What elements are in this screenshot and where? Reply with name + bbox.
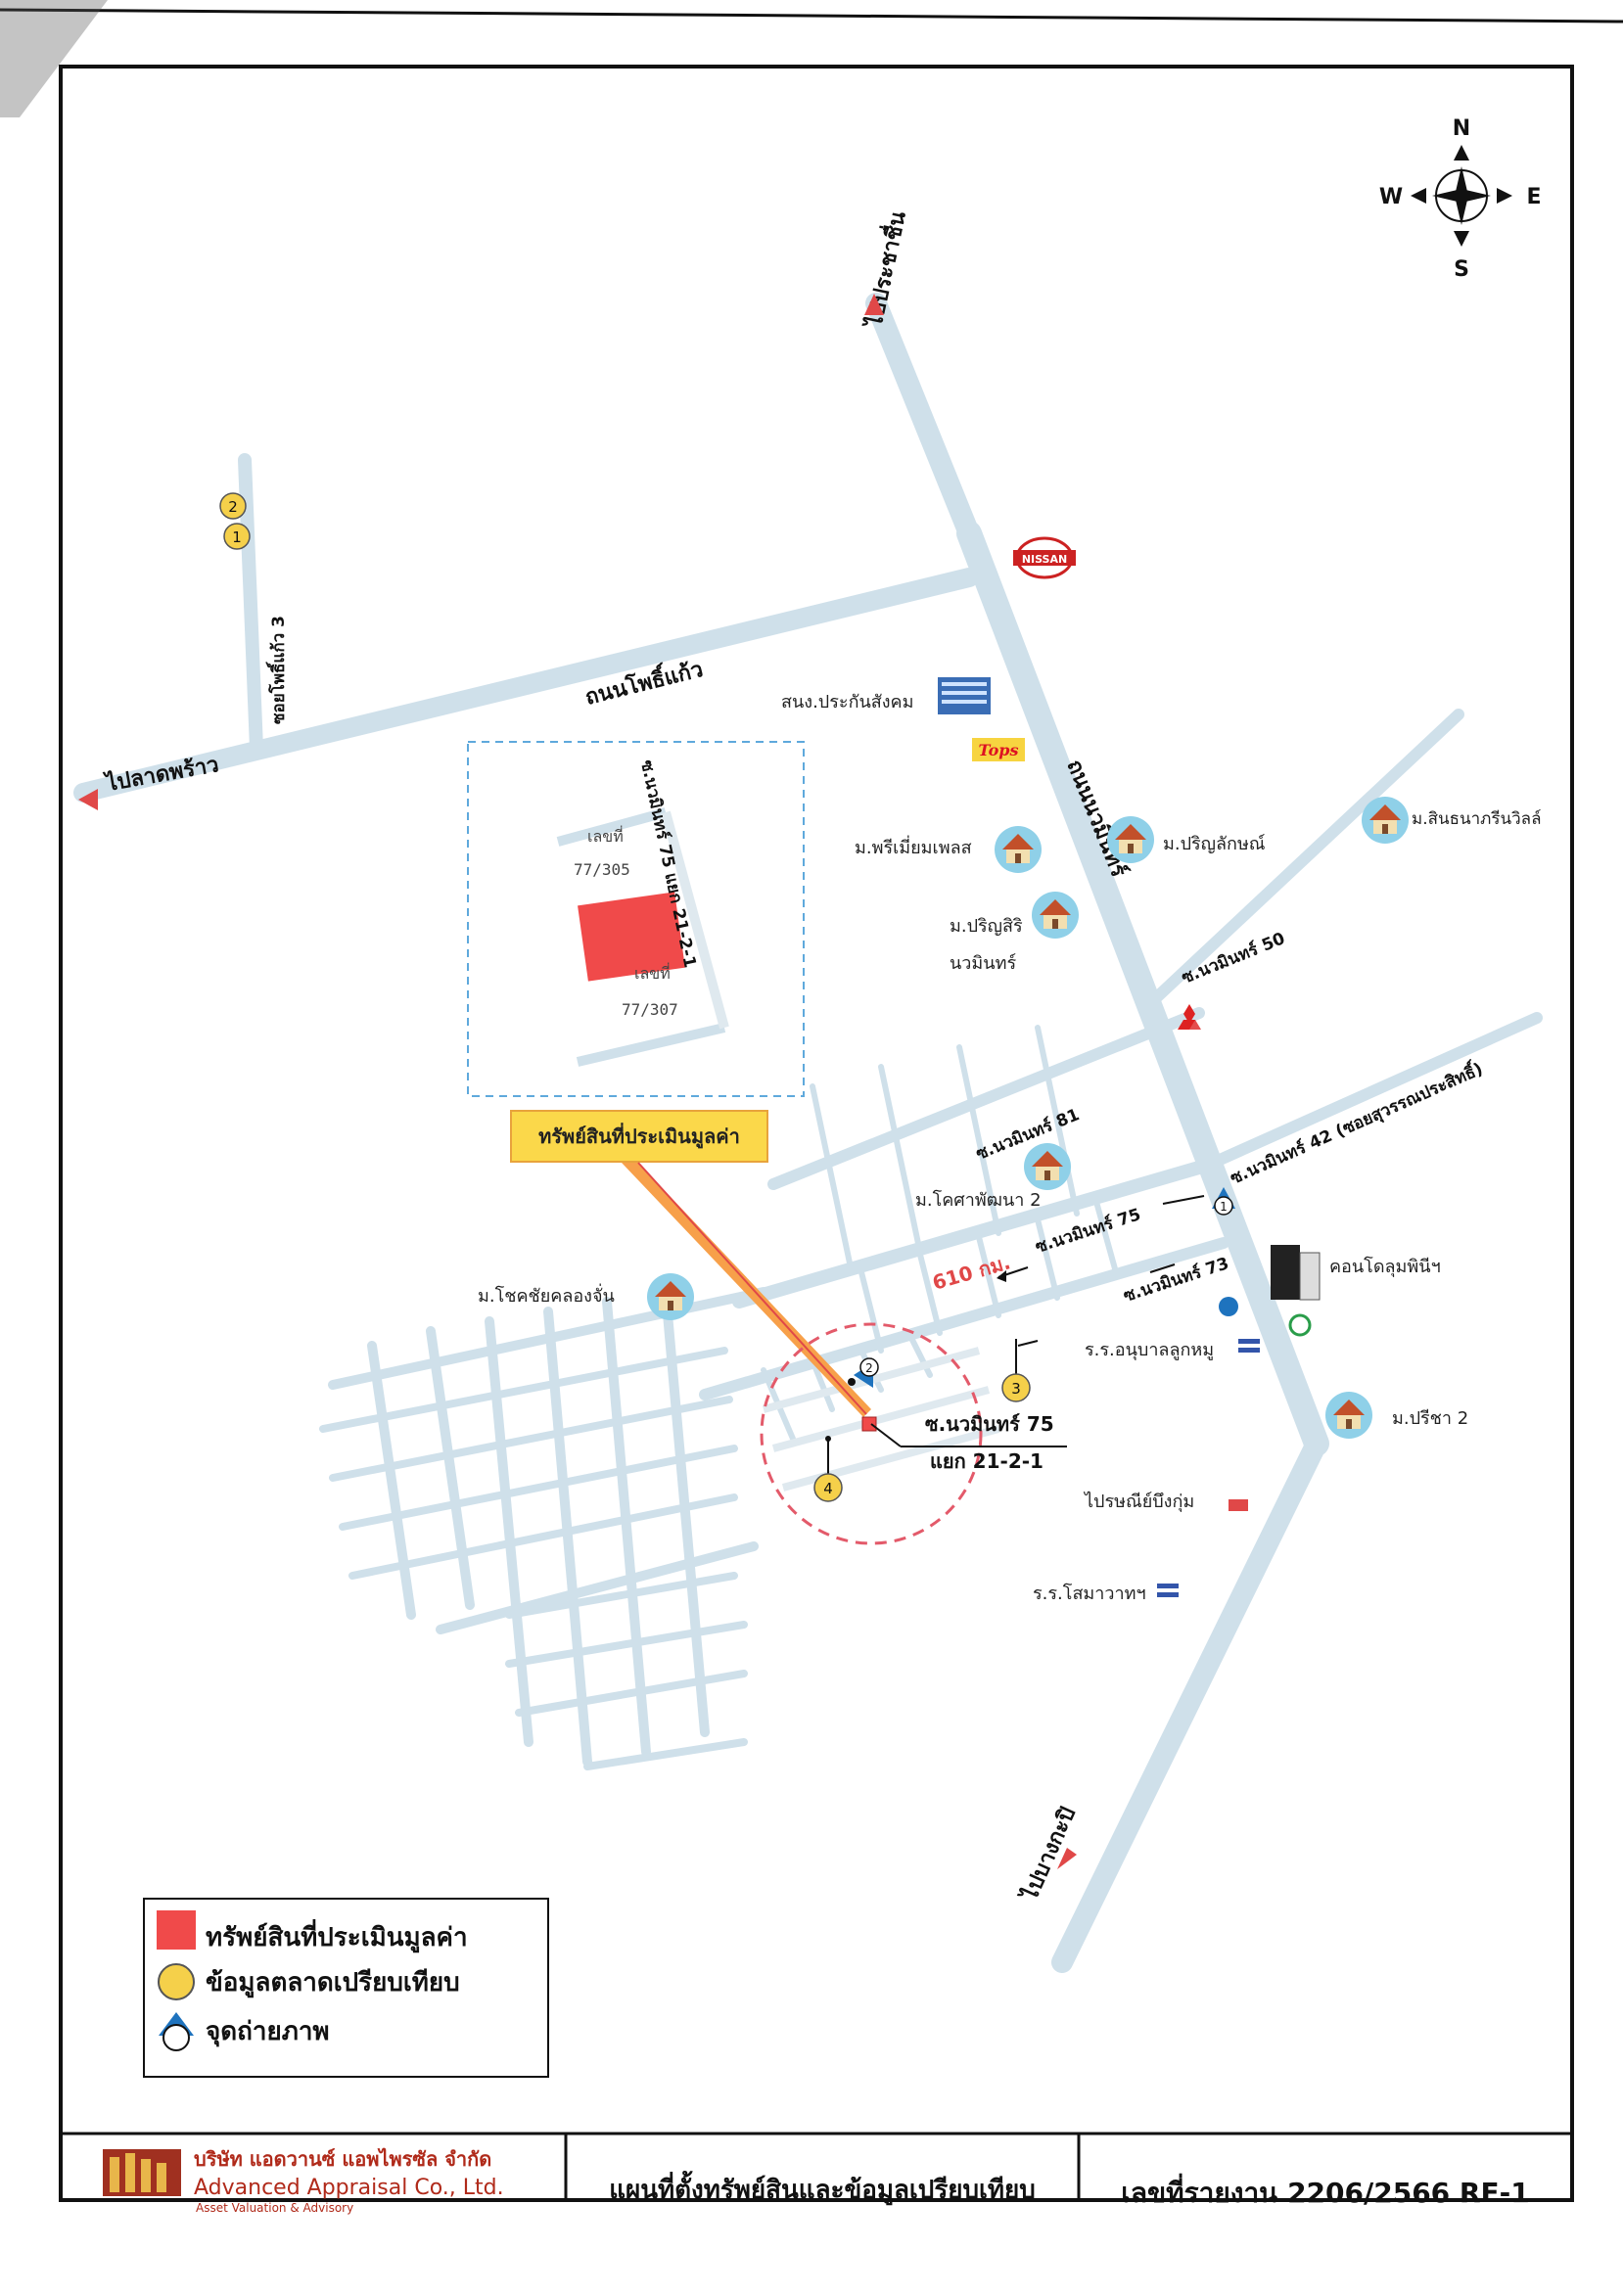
comparable-marker-4: 4 xyxy=(813,1439,843,1502)
subject-road-line2: แยก 21-2-1 xyxy=(930,1449,1043,1473)
legend-subject-text: ทรัพย์สินที่ประเมินมูลค่า xyxy=(206,1918,468,1953)
legend-comparable-swatch xyxy=(158,1963,195,2000)
comparable-number-4: 4 xyxy=(823,1480,833,1497)
company-tagline: Asset Valuation & Advisory xyxy=(196,2201,353,2215)
comparable-marker-2: 2 xyxy=(219,492,247,520)
legend-photo-text: จุดถ่ายภาพ xyxy=(206,2017,330,2047)
company-name-th: บริษัท แอดวานซ์ แอพไพรซัล จำกัด xyxy=(194,2147,491,2171)
post-office-icon xyxy=(1229,1499,1248,1511)
lot-number-bottom: 77/307 xyxy=(622,1000,678,1019)
photo-number-2: 2 xyxy=(865,1361,873,1375)
lot-number-top: 77/305 xyxy=(574,860,630,879)
arrow-up-icon xyxy=(864,294,884,315)
subject-road-line1: ซ.นวมินทร์ 75 xyxy=(925,1412,1054,1436)
subject-inset: เลขที่ 77/305 เลขที่ 77/307 ซ.นวมินทร์ 7… xyxy=(467,741,805,1097)
compass-s: S xyxy=(1454,257,1469,282)
flag-icon xyxy=(1157,1339,1260,1597)
house-icons xyxy=(647,797,1409,1439)
lot-label-top: เลขที่ xyxy=(587,825,624,846)
comparable-marker-1: 1 xyxy=(223,523,251,550)
subject-marker xyxy=(861,1416,877,1432)
label-chokchai: ม.โชคชัยคลองจั่น xyxy=(478,1283,615,1307)
company-logo xyxy=(103,2149,181,2196)
label-parinyalak: ม.ปริญลักษณ์ xyxy=(1163,834,1266,854)
sso-building-icon xyxy=(938,677,991,714)
subject-callout-box xyxy=(510,1110,768,1163)
tops-logo: Tops xyxy=(972,738,1025,761)
label-khosa: ม.โคศาพัฒนา 2 xyxy=(915,1189,1042,1211)
comparable-number-3: 3 xyxy=(1011,1380,1021,1398)
compass-rose: N S E W xyxy=(1379,116,1542,282)
label-premium-place: ม.พรีเมี่ยมเพลส xyxy=(855,835,972,858)
comparable-number-2: 2 xyxy=(228,498,238,516)
arrow-small-icon xyxy=(997,1270,1006,1282)
legend-subject-swatch xyxy=(157,1910,196,1950)
report-number: เลขที่รายงาน 2206/2566 RE-1 xyxy=(1121,2173,1529,2209)
compass-w: W xyxy=(1379,185,1403,209)
arrow-left-icon xyxy=(78,789,98,810)
compass-n: N xyxy=(1453,116,1470,141)
comparable-marker-3: 3 xyxy=(1001,1339,1031,1402)
photo-point-1: 1 xyxy=(1212,1187,1235,1216)
tops-text: Tops xyxy=(979,741,1019,759)
nissan-logo: NISSAN xyxy=(1013,536,1076,579)
bank-icon xyxy=(1219,1297,1238,1316)
label-condo: คอนโดลุมพินีฯ xyxy=(1329,1256,1441,1277)
bank-icon-2 xyxy=(1288,1313,1312,1337)
label-school-anuban: ร.ร.อนุบาลลูกหมู xyxy=(1085,1340,1214,1360)
company-name-en: Advanced Appraisal Co., Ltd. xyxy=(194,2176,504,2200)
photo-point-2: 2 xyxy=(854,1357,879,1388)
label-pricha: ม.ปรีชา 2 xyxy=(1392,1408,1468,1429)
road-label-soi-pho-kaeo-3: ซอยโพธิ์แก้ว 3 xyxy=(265,616,289,724)
label-sinthani: ม.สินธนาภรีนวิลล์ xyxy=(1412,809,1542,829)
map-frame xyxy=(59,65,1574,2202)
comparable-number-1: 1 xyxy=(232,528,242,546)
label-school-somawan: ร.ร.โสมาวาทฯ xyxy=(1033,1583,1146,1604)
nissan-text: NISSAN xyxy=(1022,553,1067,566)
footer: บริษัท แอดวานซ์ แอพไพรซัล จำกัด Advanced… xyxy=(61,2132,1572,2215)
mitsubishi-logo xyxy=(1178,1004,1201,1030)
legend-comparable-text: ข้อมูลตลาดเปรียบเทียบ xyxy=(206,1968,460,1998)
label-parinsiri: ม.ปริญสิริ xyxy=(950,916,1023,937)
lot-label-bottom: เลขที่ xyxy=(634,962,671,983)
label-nawamin-place: นวมินทร์ xyxy=(950,953,1016,974)
map-title: แผนที่ตั้งทรัพย์สินและข้อมูลเปรียบเทียบ xyxy=(609,2170,1036,2206)
condo-building-icon xyxy=(1271,1245,1321,1301)
photo-number-1: 1 xyxy=(1220,1200,1228,1214)
legend: ทรัพย์สินที่ประเมินมูลค่า ข้อมูลตลาดเปรี… xyxy=(143,1898,549,2078)
road-network xyxy=(73,293,1543,1973)
callout-leader xyxy=(622,1163,871,1417)
compass-e: E xyxy=(1526,185,1541,209)
label-post-office: ไปรษณีย์บึงกุ่ม xyxy=(1083,1491,1194,1512)
label-sso: สนง.ประกันสังคม xyxy=(781,692,913,712)
subject-radius-circle xyxy=(760,1322,983,1545)
arrow-down-icon xyxy=(1057,1848,1077,1869)
subject-callout-text: ทรัพย์สินที่ประเมินมูลค่า xyxy=(538,1122,740,1150)
